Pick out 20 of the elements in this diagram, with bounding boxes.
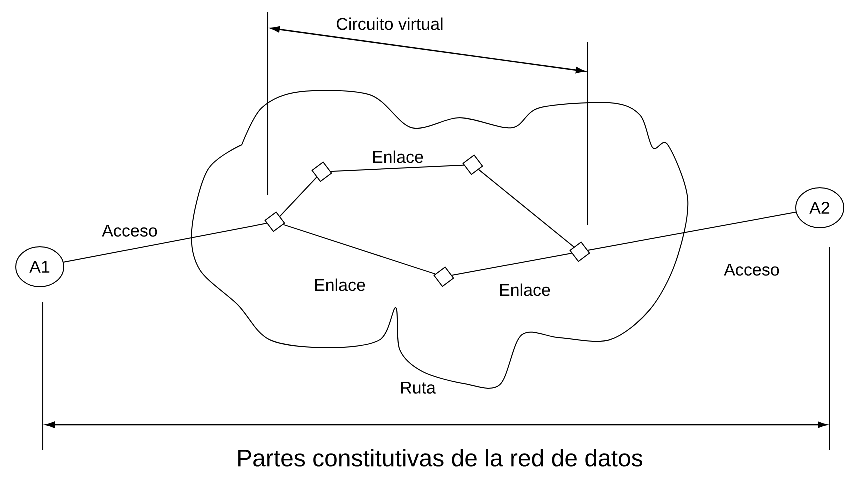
connection-line xyxy=(63,223,268,263)
connection-line xyxy=(588,212,797,251)
switch-diamond xyxy=(570,242,590,262)
path-label: Ruta xyxy=(401,382,436,394)
connection-line xyxy=(452,253,572,276)
edge-label: Acceso xyxy=(101,224,159,238)
switch-diamond xyxy=(434,266,454,288)
edge-label: Enlace xyxy=(371,150,425,164)
edge-label: Enlace xyxy=(313,278,367,292)
switch-diamond xyxy=(264,212,286,232)
edge-label: Enlace xyxy=(498,282,552,298)
connection-line xyxy=(280,176,318,217)
dimension-label: Partes constitutivas de la red de datos xyxy=(238,449,642,467)
switch-diamond xyxy=(312,162,332,182)
connection-line xyxy=(283,224,436,275)
connection-line xyxy=(478,169,575,248)
edge-label: Acceso xyxy=(723,263,781,277)
switch-diamond xyxy=(462,154,484,176)
connection-line xyxy=(330,164,465,172)
dimension-label: Circuito virtual xyxy=(337,18,443,30)
